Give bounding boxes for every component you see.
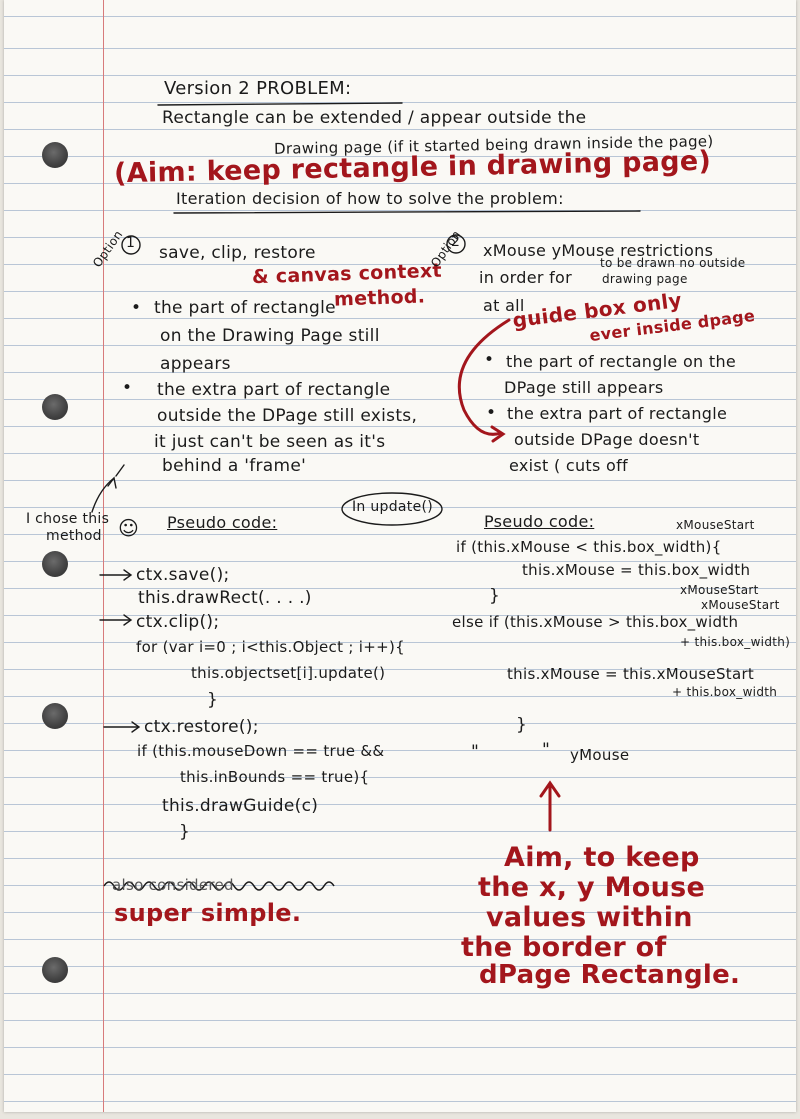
chose-note-line1: I chose this: [26, 511, 110, 527]
code1-line-0: ctx.save();: [136, 565, 230, 585]
punch-hole: [42, 142, 68, 168]
option1-heading: save, clip, restore: [159, 243, 316, 263]
update-bubble-text: In update(): [352, 499, 434, 515]
pseudo1-heading: Pseudo code:: [167, 513, 278, 532]
option1-bullet2-line3: it just can't be seen as it's: [154, 432, 386, 452]
code2-line-12: ": [542, 740, 551, 760]
option2-bullet2-line3: exist ( cuts off: [509, 456, 628, 475]
option2-circle: [446, 234, 466, 254]
option1-bullet1-line3: appears: [160, 354, 231, 374]
code2-line-5: xMouseStart: [701, 598, 780, 612]
option1-number: 1: [126, 235, 136, 251]
code2-line-10: }: [516, 715, 528, 735]
aim2-line2: the x, y Mouse: [478, 872, 706, 903]
bullet-dot: •: [131, 298, 142, 318]
notebook-page: Version 2 PROBLEM: Rectangle can be exte…: [4, 0, 796, 1112]
bullet-dot: •: [484, 350, 495, 370]
option1-bullet1-line2: on the Drawing Page still: [160, 326, 380, 346]
page-title: Version 2 PROBLEM:: [164, 78, 352, 99]
code2-line-11: ": [471, 742, 480, 762]
ink-strokes: [91, 102, 641, 891]
code1-line-1: this.drawRect(. . . .): [138, 588, 312, 608]
chose-arrow-head: [107, 476, 117, 489]
option2-bullet1-line1: the part of rectangle on the: [506, 352, 737, 371]
option2-number: 2: [451, 234, 461, 250]
punch-hole: [42, 703, 68, 729]
chose-note-line2: method: [46, 528, 102, 544]
code2-line-7: + this.box_width): [680, 635, 791, 649]
option2-bullet1-line2: DPage still appears: [504, 378, 664, 397]
option2-heading-4: at all: [483, 296, 525, 315]
code1-line-4: this.objectset[i].update(): [191, 664, 386, 682]
aim2-line1: Aim, to keep: [504, 842, 700, 873]
option1-bullet2-line1: the extra part of rectangle: [157, 380, 391, 400]
aim2-line4: the border of: [461, 932, 667, 963]
option1-bullet2-line4: behind a 'frame': [162, 456, 307, 476]
scribble-strike: [103, 881, 335, 891]
margin-line: [103, 0, 104, 1112]
option2-heading-1: xMouse yMouse restrictions: [483, 241, 714, 260]
punch-hole: [42, 551, 68, 577]
title-underline: [157, 102, 403, 106]
option2-heading-2: in order for: [479, 268, 573, 287]
bullet-dot: •: [122, 378, 133, 398]
code1-line-3: for (var i=0 ; i<this.Object ; i++){: [136, 638, 405, 656]
code2-line-0: xMouseStart: [676, 518, 755, 532]
iteration-underline: [173, 210, 641, 214]
option1-circle: [121, 235, 141, 255]
code1-line-2: ctx.clip();: [136, 612, 220, 632]
problem-line-1: Rectangle can be extended / appear outsi…: [162, 108, 587, 128]
option2-heading-3: drawing page: [602, 272, 688, 286]
code1-line-5: }: [207, 690, 219, 710]
code2-line-1: if (this.xMouse < this.box_width){: [456, 538, 722, 556]
super-simple-note: super simple.: [114, 899, 302, 927]
option1-bullet2-line2: outside the DPage still exists,: [157, 406, 418, 426]
aim2-line5: dPage Rectangle.: [479, 960, 741, 990]
code2-line-8: this.xMouse = this.xMouseStart: [507, 665, 755, 683]
code2-line-2: this.xMouse = this.box_width: [522, 561, 751, 579]
punch-hole: [42, 957, 68, 983]
code2-line-13: yMouse: [570, 746, 630, 764]
option2-heading-insert: to be drawn no outside: [600, 256, 746, 270]
red-curve-arrow: [457, 318, 511, 436]
punch-hole: [42, 394, 68, 420]
option1-bullet1-line1: the part of rectangle: [154, 298, 336, 318]
code1-line-7: if (this.mouseDown == true &&: [137, 742, 385, 760]
option1-annotation-2: method.: [333, 285, 426, 311]
smiley-icon: ☺: [118, 516, 140, 540]
code1-line-8: this.inBounds == true){: [180, 768, 370, 786]
bullet-dot: •: [486, 403, 497, 423]
crossed-out-text: also considered: [112, 876, 234, 894]
code2-line-4: }: [489, 586, 501, 606]
aim2-line3: values within: [486, 902, 693, 933]
update-bubble: [341, 492, 443, 526]
code1-line-10: }: [179, 822, 191, 842]
code2-line-6: else if (this.xMouse > this.box_width: [452, 613, 739, 631]
iteration-heading: Iteration decision of how to solve the p…: [176, 189, 564, 208]
code1-line-9: this.drawGuide(c): [162, 796, 319, 816]
code2-line-3: xMouseStart: [680, 583, 759, 597]
option2-bullet2-line1: the extra part of rectangle: [507, 404, 728, 423]
option2-bullet2-line2: outside DPage doesn't: [514, 430, 700, 449]
pseudo2-heading: Pseudo code:: [484, 512, 595, 531]
code2-line-9: + this.box_width: [672, 685, 778, 699]
code1-line-6: ctx.restore();: [144, 717, 259, 737]
